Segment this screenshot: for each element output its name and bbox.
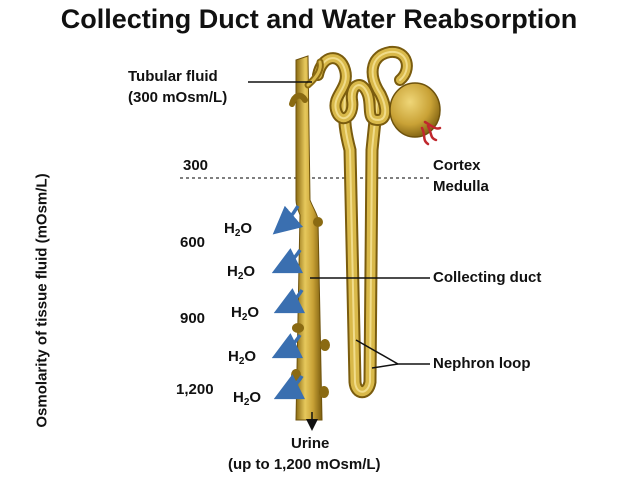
cortex-label: Cortex [433, 157, 481, 174]
nephron-loop-label: Nephron loop [433, 355, 531, 372]
urine-osmolarity: (up to 1,200 mOsm/L) [228, 456, 381, 473]
water-arrow [271, 248, 304, 274]
tubular-fluid-osmolarity: (300 mOsm/L) [128, 89, 228, 106]
blood-vessel [420, 120, 442, 146]
convoluted-tubule [312, 45, 413, 126]
tick-300: 300 [183, 157, 209, 174]
collecting-duct [289, 55, 330, 421]
nephron-loop [337, 88, 385, 399]
water-arrows [271, 205, 306, 400]
tick-600: 600 [180, 234, 206, 251]
nephron-loop-leader-2 [371, 363, 399, 369]
diagram-title: Collecting Duct and Water Reabsorption [60, 4, 578, 34]
water-arrow [272, 205, 304, 235]
medulla-label: Medulla [433, 178, 489, 195]
tick-1200: 1,200 [176, 381, 214, 398]
glomerular-capsule [389, 82, 441, 138]
water-label: H2O [231, 304, 260, 323]
water-label: H2O [228, 348, 257, 367]
water-arrow [273, 374, 306, 400]
water-arrow [271, 333, 304, 359]
water-label: H2O [227, 263, 256, 282]
water-label: H2O [224, 220, 253, 239]
water-arrow [273, 288, 306, 314]
tick-900: 900 [180, 310, 206, 327]
water-label: H2O [233, 389, 262, 408]
collecting-duct-label: Collecting duct [433, 269, 542, 286]
tubular-fluid-label: Tubular fluid [128, 68, 218, 85]
urine-label: Urine [291, 435, 330, 452]
